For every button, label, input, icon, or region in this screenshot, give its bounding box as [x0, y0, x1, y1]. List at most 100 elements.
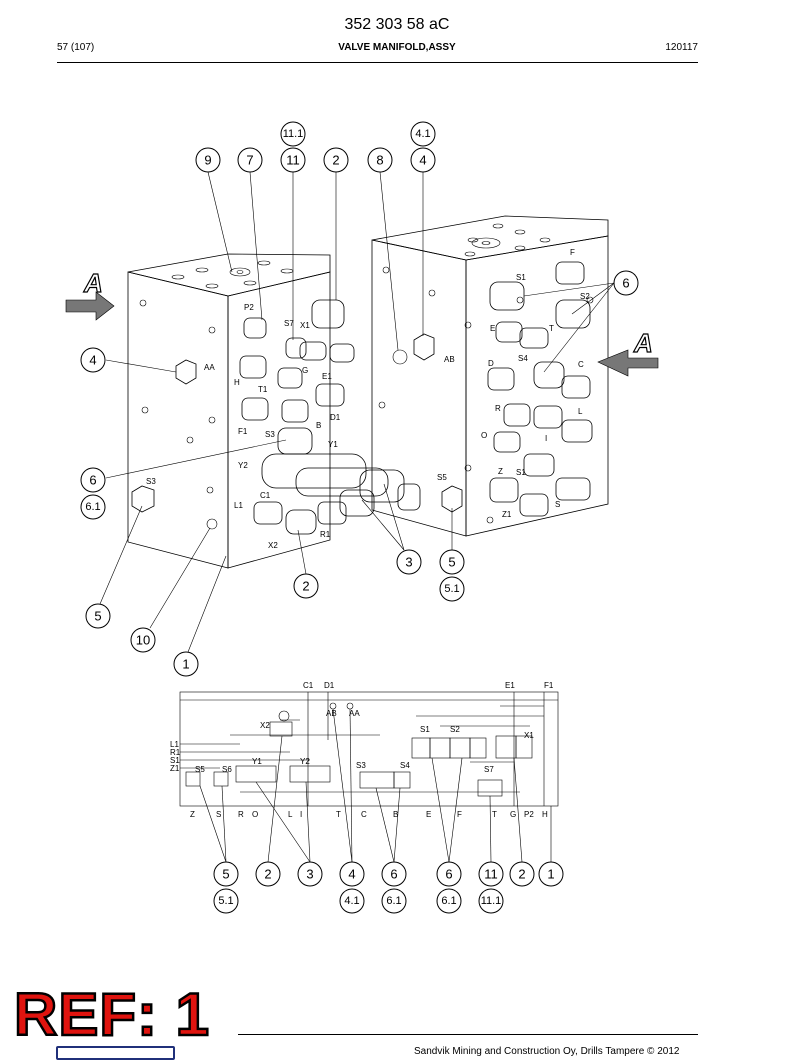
- schematic-label: R: [238, 810, 244, 819]
- port-label: AA: [204, 363, 215, 372]
- hydraulic-schematic: C1 D1 E1 F1 L1 R1 S1 Z1 X2 S5 S6 Y1 Y2 S…: [170, 681, 559, 863]
- schematic-label: Z: [190, 810, 195, 819]
- port-label: Y1: [328, 440, 338, 449]
- svg-text:1: 1: [547, 867, 554, 882]
- port-label: S4: [518, 354, 528, 363]
- callout-5-side: 5: [85, 603, 111, 629]
- svg-text:6: 6: [89, 473, 96, 488]
- callout-bottom-1: 1: [538, 861, 564, 887]
- svg-text:4.1: 4.1: [415, 128, 430, 140]
- svg-text:3: 3: [306, 867, 313, 882]
- schematic-label: Y1: [252, 757, 262, 766]
- port-label: B: [316, 421, 321, 430]
- svg-text:7: 7: [246, 153, 253, 168]
- svg-text:6: 6: [390, 867, 397, 882]
- callout-bottom-6.1a: 6.1: [381, 888, 407, 914]
- svg-text:6.1: 6.1: [386, 895, 401, 907]
- port-label: D: [488, 359, 494, 368]
- callout-4.1: 4.1: [410, 121, 436, 147]
- schematic-label: T: [336, 810, 341, 819]
- svg-text:11: 11: [286, 153, 300, 168]
- port-label: E1: [322, 372, 332, 381]
- callout-bottom-11: 11: [478, 861, 504, 887]
- callout-bottom-4: 4: [339, 861, 365, 887]
- svg-text:4.1: 4.1: [344, 895, 359, 907]
- callout-6.1-side: 6.1: [80, 494, 106, 520]
- callout-11.1: 11.1: [280, 121, 306, 147]
- port-label: S1: [516, 468, 526, 477]
- schematic-label: D1: [324, 681, 335, 690]
- port-label: X1: [300, 321, 310, 330]
- port-label: X2: [268, 541, 278, 550]
- ref-stamp: REF: 1: [13, 981, 211, 1048]
- schematic-label: F1: [544, 681, 554, 690]
- callout-4-side: 4: [80, 347, 106, 373]
- document-date: 120117: [665, 42, 698, 53]
- svg-text:8: 8: [376, 153, 383, 168]
- svg-text:5: 5: [448, 555, 455, 570]
- view-arrow-right: A: [597, 327, 659, 377]
- callout-7: 7: [237, 147, 263, 173]
- svg-text:2: 2: [518, 867, 525, 882]
- footer-copyright: Sandvik Mining and Construction Oy, Dril…: [414, 1046, 680, 1057]
- schematic-label: E: [426, 810, 431, 819]
- schematic-label: T: [492, 810, 497, 819]
- schematic-label: AB: [326, 709, 337, 718]
- schematic-label: S7: [484, 765, 494, 774]
- callout-bottom-6a: 6: [381, 861, 407, 887]
- schematic-label: B: [393, 810, 398, 819]
- callout-11: 11: [280, 147, 306, 173]
- port-label: R1: [320, 530, 331, 539]
- svg-text:5: 5: [222, 867, 229, 882]
- schematic-label: R1: [170, 748, 181, 757]
- svg-text:4: 4: [348, 867, 355, 882]
- schematic-label: S: [216, 810, 221, 819]
- svg-text:11.1: 11.1: [283, 128, 304, 140]
- svg-text:3: 3: [405, 555, 412, 570]
- svg-text:2: 2: [264, 867, 271, 882]
- port-label: R: [495, 404, 501, 413]
- header-rule: [57, 62, 698, 63]
- callout-10: 10: [130, 627, 156, 653]
- port-label: S: [555, 500, 560, 509]
- svg-text:4: 4: [89, 353, 96, 368]
- callout-bottom-4.1: 4.1: [339, 888, 365, 914]
- callout-5-right: 5: [439, 549, 465, 575]
- schematic-label: L: [288, 810, 293, 819]
- callout-4: 4: [410, 147, 436, 173]
- svg-text:2: 2: [302, 579, 309, 594]
- svg-text:5.1: 5.1: [218, 895, 233, 907]
- port-label: E: [490, 324, 495, 333]
- port-label: S3: [265, 430, 275, 439]
- callout-bottom-5.1: 5.1: [213, 888, 239, 914]
- port-label: Y2: [238, 461, 248, 470]
- callout-9: 9: [195, 147, 221, 173]
- port-label: T1: [258, 385, 268, 394]
- svg-text:A: A: [83, 268, 103, 298]
- callout-bottom-2b: 2: [509, 861, 535, 887]
- svg-text:2: 2: [332, 153, 339, 168]
- svg-text:6: 6: [622, 276, 629, 291]
- port-label: C: [578, 360, 584, 369]
- svg-text:11.1: 11.1: [481, 895, 502, 907]
- schematic-label: H: [542, 810, 548, 819]
- callout-bottom-2: 2: [255, 861, 281, 887]
- callout-bottom-6.1b: 6.1: [436, 888, 462, 914]
- schematic-label: S3: [356, 761, 366, 770]
- callout-bottom-3: 3: [297, 861, 323, 887]
- svg-text:5: 5: [94, 609, 101, 624]
- schematic-label: S1: [420, 725, 430, 734]
- callout-2-lower: 2: [293, 573, 319, 599]
- schematic-label: S1: [170, 756, 180, 765]
- schematic-label: F: [457, 810, 462, 819]
- callout-8: 8: [367, 147, 393, 173]
- schematic-label: C: [361, 810, 367, 819]
- schematic-label: AA: [349, 709, 360, 718]
- svg-text:10: 10: [136, 633, 150, 648]
- port-label: G: [302, 366, 308, 375]
- port-label: D1: [330, 413, 341, 422]
- svg-text:5.1: 5.1: [444, 583, 459, 595]
- callout-bottom-5: 5: [213, 861, 239, 887]
- schematic-label: O: [252, 810, 258, 819]
